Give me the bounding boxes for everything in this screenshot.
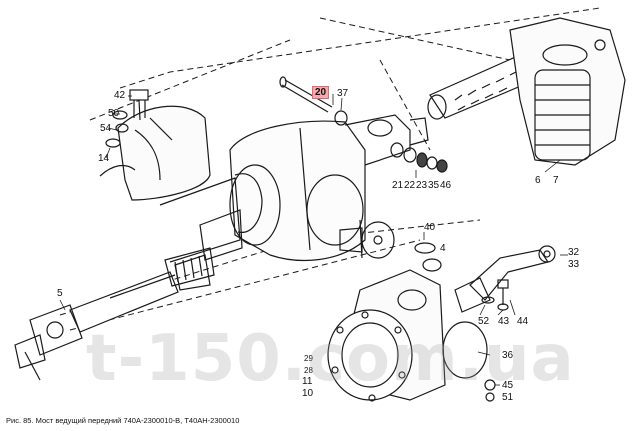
callout-33: 33 <box>568 259 580 270</box>
nut-14 <box>105 138 121 148</box>
callout-50: 50 <box>108 108 120 119</box>
callout-5: 5 <box>57 288 63 299</box>
callout-42: 42 <box>114 90 126 101</box>
callout-46: 46 <box>440 180 452 191</box>
steering-knuckle-upper <box>509 17 626 166</box>
callout-43: 43 <box>498 316 510 327</box>
housing-cover-part <box>99 105 211 201</box>
callout-52: 52 <box>478 316 490 327</box>
callout-51: 51 <box>502 392 514 403</box>
callout-6: 6 <box>535 175 541 186</box>
callout-36: 36 <box>502 350 514 361</box>
pin-20 <box>279 76 333 113</box>
callout-20-highlighted: 20 <box>312 86 330 99</box>
site-watermark: t-150.com.ua <box>86 322 575 396</box>
leader-lines <box>59 94 568 386</box>
callout-7: 7 <box>553 175 559 186</box>
gasket-36 <box>442 321 488 379</box>
washer-54 <box>115 123 129 133</box>
cardan-shaft <box>14 247 215 381</box>
bolt-42 <box>129 89 149 121</box>
callout-21: 21 <box>392 180 404 191</box>
callout-4: 4 <box>440 243 446 254</box>
callout-14: 14 <box>98 153 110 164</box>
seal-4 <box>422 258 442 272</box>
callout-29: 29 <box>304 354 313 363</box>
callout-37: 37 <box>337 88 349 99</box>
callout-22: 22 <box>404 180 416 191</box>
callout-35: 35 <box>428 180 440 191</box>
callout-32: 32 <box>568 247 580 258</box>
callout-23: 23 <box>416 180 428 191</box>
figure-caption: Рис. 85. Мост ведущий передний 740А-2300… <box>6 416 240 425</box>
shaft-washer-set <box>390 142 448 173</box>
steering-knuckle-lower <box>327 269 446 402</box>
callout-10: 10 <box>302 388 314 399</box>
callout-44: 44 <box>517 316 529 327</box>
callout-45: 45 <box>502 380 514 391</box>
washer-50 <box>112 110 128 120</box>
differential-housing <box>229 114 429 262</box>
callout-28: 28 <box>304 366 313 375</box>
callout-40: 40 <box>424 222 436 233</box>
callout-54: 54 <box>100 123 112 134</box>
ring-40 <box>414 242 436 254</box>
o-ring-37 <box>334 110 348 126</box>
steering-arm <box>454 245 556 313</box>
callout-11: 11 <box>302 376 313 387</box>
